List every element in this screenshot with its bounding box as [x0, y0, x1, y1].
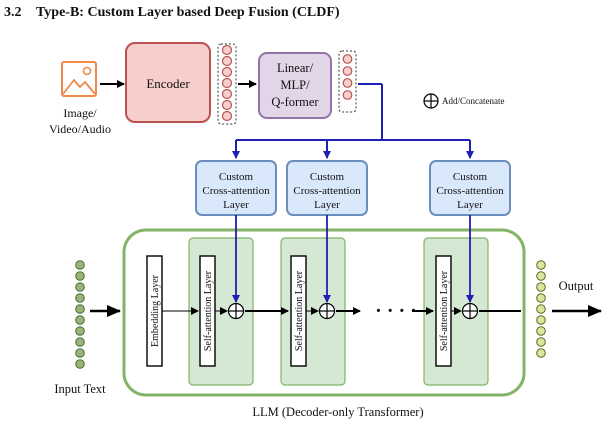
cross-attention-1-line2: Cross-attention — [202, 185, 270, 197]
cross-attention-1-line1: Custom — [219, 171, 254, 183]
encoder-block — [125, 42, 211, 123]
cross-attention-3-line2: Cross-attention — [436, 185, 504, 197]
encoder-label: Encoder — [146, 76, 190, 91]
image-icon — [61, 61, 97, 97]
cross-attention-3-line3: Layer — [457, 199, 483, 211]
add-node-1 — [227, 302, 245, 320]
projector-line2: MLP/ — [280, 78, 310, 92]
legend-label: Add/Concatenate — [442, 96, 504, 106]
add-node-2 — [318, 302, 336, 320]
input-modality-line1: Image/ — [63, 106, 97, 120]
cross-attention-3-line1: Custom — [453, 171, 488, 183]
projector-routing-lines — [236, 84, 470, 141]
cross-attention-layer-3: Custom Cross-attention Layer — [429, 160, 511, 216]
projector-output-vector — [338, 50, 357, 113]
encoder-output-vector — [217, 43, 237, 125]
ellipsis: · · · · — [375, 300, 417, 322]
input-modality-line2: Video/Audio — [49, 122, 111, 136]
projector-line1: Linear/ — [277, 61, 314, 75]
projector-block — [258, 52, 332, 119]
cross-attention-2-line3: Layer — [314, 199, 340, 211]
output-label: Output — [559, 279, 594, 293]
section-number: 3.2 — [4, 5, 22, 20]
input-token-column — [75, 260, 85, 369]
embedding-layer-label: Embedding Layer — [150, 274, 161, 347]
input-text-label: Input Text — [54, 382, 106, 396]
output-token-column — [536, 260, 546, 358]
cross-attention-2-line1: Custom — [310, 171, 345, 183]
self-attention-2-label: Self-attention Layer — [294, 270, 305, 351]
cross-attention-layer-1: Custom Cross-attention Layer — [195, 160, 277, 216]
self-attention-3-label: Self-attention Layer — [439, 270, 450, 351]
add-node-3 — [461, 302, 479, 320]
cross-attention-layer-2: Custom Cross-attention Layer — [286, 160, 368, 216]
projector-line3: Q-former — [271, 95, 319, 109]
cross-attention-2-line2: Cross-attention — [293, 185, 361, 197]
section-title: Type-B: Custom Layer based Deep Fusion (… — [36, 5, 340, 20]
llm-label: LLM (Decoder-only Transformer) — [252, 405, 423, 419]
cross-attention-1-line3: Layer — [223, 199, 249, 211]
add-concatenate-icon — [423, 93, 439, 109]
self-attention-1-label: Self-attention Layer — [203, 270, 214, 351]
